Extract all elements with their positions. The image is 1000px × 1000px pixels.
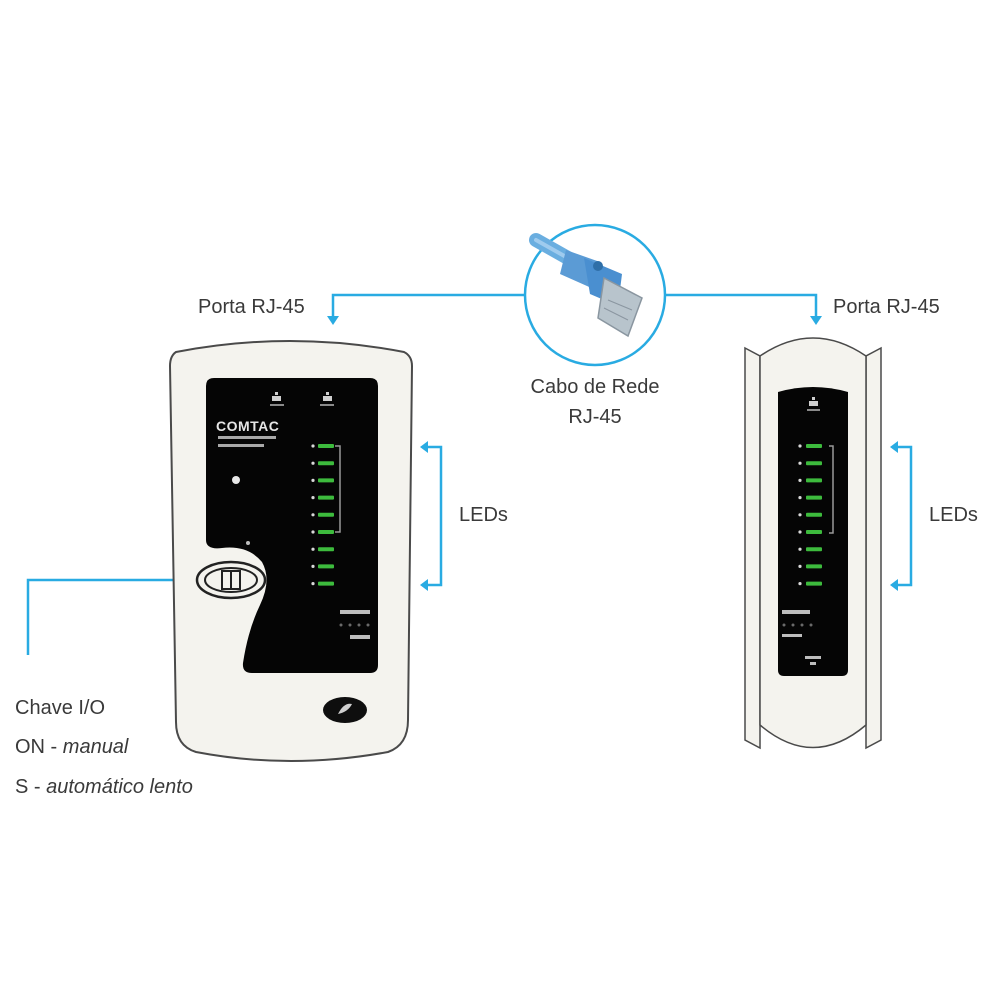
- led-4: [318, 495, 334, 500]
- led-number-3: [798, 478, 802, 482]
- main-tester-unit: [168, 340, 414, 762]
- led-number-6: [798, 530, 802, 534]
- port-left-label: Porta RJ-45: [198, 296, 305, 318]
- led-5: [318, 512, 334, 517]
- led-number-4: [311, 496, 315, 500]
- led-8: [806, 564, 822, 569]
- led-number-2: [311, 461, 315, 465]
- led-number-9: [798, 582, 802, 586]
- led-number-2: [798, 461, 802, 465]
- led-2: [318, 461, 334, 466]
- port-left-line: [331, 293, 524, 318]
- port-right-label: Porta RJ-45: [833, 296, 940, 318]
- led-6: [806, 530, 822, 534]
- brand-logo: COMTAC: [216, 418, 280, 434]
- led-number-7: [311, 547, 315, 551]
- led-number-4: [798, 496, 802, 500]
- arrow-port-left: [327, 316, 339, 325]
- switch-on-value: manual: [62, 736, 129, 758]
- leds-left-bracket: [428, 445, 443, 587]
- power-switch: [195, 560, 267, 600]
- led-number-6: [311, 530, 315, 534]
- led-number-1: [798, 444, 802, 448]
- cable-label: Cabo de Rede RJ-45: [495, 372, 695, 432]
- arrow-led-right-bottom: [890, 579, 898, 591]
- led-3: [318, 478, 334, 483]
- port-right-line: [666, 293, 818, 318]
- arrow-led-left-top: [420, 441, 428, 453]
- switch-line: [26, 578, 190, 655]
- switch-s-prefix: S -: [15, 776, 47, 798]
- led-8: [318, 564, 334, 569]
- rj45-cable-icon: [529, 233, 643, 338]
- led-2: [806, 461, 822, 466]
- leds-right-label: LEDs: [929, 504, 978, 526]
- led-number-5: [798, 513, 802, 517]
- led-1: [806, 444, 822, 448]
- switch-on-prefix: ON -: [15, 736, 63, 758]
- led-3: [806, 478, 822, 483]
- led-number-7: [798, 547, 802, 551]
- led-number-5: [311, 513, 315, 517]
- led-number-8: [798, 564, 802, 569]
- switch-s-value: automático lento: [46, 776, 193, 798]
- led-1: [318, 444, 334, 448]
- switch-s-mode: S - automático lento: [15, 776, 193, 799]
- led-number-9: [311, 582, 315, 586]
- led-number-8: [311, 564, 315, 569]
- arrow-led-left-bottom: [420, 579, 428, 591]
- led-number-1: [311, 444, 315, 448]
- led-7: [806, 547, 822, 552]
- main-display-panel: [206, 378, 378, 673]
- led-7: [318, 547, 334, 552]
- switch-title: Chave I/O: [15, 697, 106, 719]
- leds-right-bracket: [898, 445, 913, 587]
- cable-label-line1: Cabo de Rede: [530, 376, 660, 398]
- led-6: [318, 530, 334, 534]
- switch-on-mode: ON - manual: [15, 736, 128, 759]
- cable-label-line2: RJ-45: [568, 406, 622, 428]
- led-number-3: [311, 478, 315, 482]
- leds-left-label: LEDs: [459, 504, 508, 526]
- arrow-port-right: [810, 316, 822, 325]
- remote-tester-unit: [744, 337, 882, 750]
- led-5: [806, 512, 822, 517]
- led-9: [806, 581, 822, 586]
- led-9: [318, 581, 334, 586]
- led-4: [806, 495, 822, 500]
- arrow-led-right-top: [890, 441, 898, 453]
